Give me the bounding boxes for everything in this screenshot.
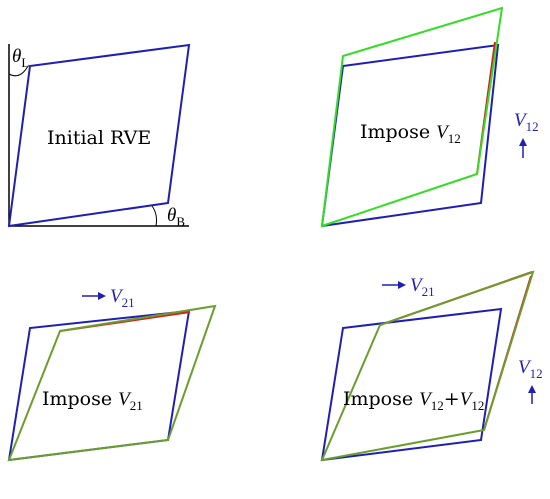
impose-prefix: Impose xyxy=(42,388,118,410)
impose-var: V xyxy=(118,389,132,410)
v12-arrow-label: V12 xyxy=(514,110,539,134)
theta-l-symbol: θ xyxy=(12,46,21,67)
impose-v21-label: Impose V21 xyxy=(42,388,143,413)
arrow2-var: V xyxy=(518,357,532,378)
arrow1-sub: 21 xyxy=(422,284,435,299)
panel-impose-combined: Impose V12+V12 V21 V12 xyxy=(320,270,543,462)
initial-rve-quad xyxy=(320,307,503,462)
theta-b-symbol: θ xyxy=(167,205,176,226)
panel-impose-v21: Impose V21 V21 xyxy=(7,286,217,462)
arrow-var: V xyxy=(110,286,124,307)
impose-sub: 21 xyxy=(130,398,143,413)
arrow-sub: 12 xyxy=(526,119,539,134)
angle-arc-left xyxy=(8,65,29,77)
theta-l-subscript: L xyxy=(21,55,29,70)
impose-var-1: V xyxy=(419,389,433,410)
initial-rve-quad xyxy=(7,43,191,228)
theta-b-subscript: B xyxy=(176,214,185,229)
theta-l-label: θL xyxy=(12,46,29,70)
up-arrow-icon xyxy=(519,138,527,158)
arrow-var: V xyxy=(514,110,528,131)
v12-arrow-label: V12 xyxy=(518,357,543,381)
impose-sub: 12 xyxy=(448,131,461,146)
arrow1-var: V xyxy=(410,275,424,296)
impose-var-2: V xyxy=(460,389,474,410)
arrow-sub: 21 xyxy=(122,295,135,310)
impose-prefix: Impose xyxy=(360,121,436,143)
angle-arc-bottom xyxy=(151,205,157,227)
arrow2-sub: 12 xyxy=(530,366,543,381)
deformed-rve-quad xyxy=(320,6,504,228)
panel-impose-v12: Impose V12 V12 xyxy=(320,6,539,228)
impose-prefix: Impose xyxy=(343,388,419,410)
v21-arrow-label: V21 xyxy=(110,286,135,310)
impose-sub-2: 12 xyxy=(471,398,484,413)
v21-arrow-label: V21 xyxy=(410,275,435,299)
up-arrow-icon xyxy=(528,385,536,404)
right-arrow-icon xyxy=(82,292,106,300)
deformed-rve-quad xyxy=(7,304,217,462)
impose-sub-1: 12 xyxy=(431,398,444,413)
deformed-rve-quad xyxy=(320,270,535,462)
initial-rve-quad xyxy=(7,309,191,462)
impose-var: V xyxy=(436,122,450,143)
impose-plus: + xyxy=(444,388,460,410)
impose-v12-label: Impose V12 xyxy=(360,121,461,146)
impose-combined-label: Impose V12+V12 xyxy=(343,388,484,413)
initial-rve-label: Initial RVE xyxy=(47,127,151,149)
panel-initial-rve: θL θB Initial RVE xyxy=(7,43,191,229)
right-arrow-icon xyxy=(382,281,406,289)
theta-b-label: θB xyxy=(167,205,185,229)
